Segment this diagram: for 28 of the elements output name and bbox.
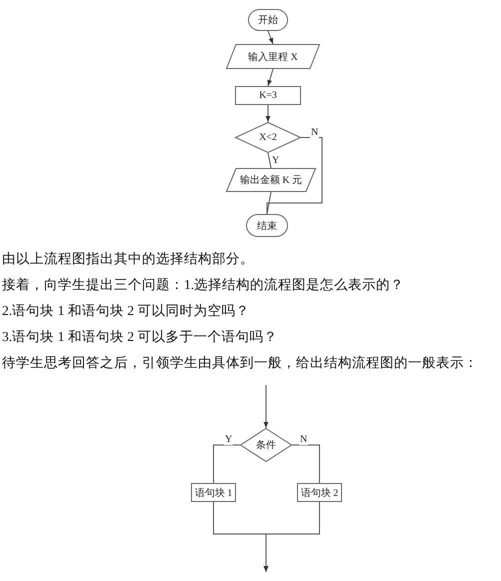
text-line: 3.语句块 1 和语句块 2 可以多于一个语句吗？: [2, 328, 278, 346]
connector-line: [268, 152, 272, 168]
connector-arrow: [264, 384, 268, 428]
edge-label: N: [310, 127, 320, 138]
text-line: 由以上流程图指出其中的选择结构部分。: [2, 250, 254, 268]
text-line: 2.语句块 1 和语句块 2 可以同时为空吗？: [2, 302, 250, 320]
edge-label: N: [299, 434, 308, 445]
connector-arrow: [266, 104, 270, 122]
edge-label: Y: [271, 155, 280, 166]
io-parallelogram: 输入里程 X: [226, 44, 320, 69]
process-box: 语句块 1: [191, 483, 236, 502]
terminal-box: 结束: [246, 214, 288, 237]
connector-line: [266, 137, 322, 214]
connector-line: [266, 192, 272, 214]
edge-label: Y: [224, 434, 234, 445]
decision-diamond: X<2: [235, 122, 301, 153]
io-parallelogram: 输出金额 K 元: [226, 168, 316, 192]
connector-arrow: [267, 68, 274, 86]
process-box: K=3: [235, 86, 301, 105]
connector-line: [292, 444, 320, 484]
connector-line: [213, 444, 240, 484]
text-line: 待学生思考回答之后，引领学生由具体到一般，给出结构流程图的一般表示：: [2, 354, 478, 372]
process-box: 语句块 2: [297, 483, 342, 502]
connector-arrow: [268, 30, 274, 44]
text-line: 接着，向学生提出三个问题：1.选择结构的流程图是怎么表示的？: [2, 276, 404, 294]
decision-diamond: 条件: [240, 428, 292, 462]
terminal-box: 开始: [248, 9, 288, 31]
connector-arrow: [264, 502, 320, 572]
